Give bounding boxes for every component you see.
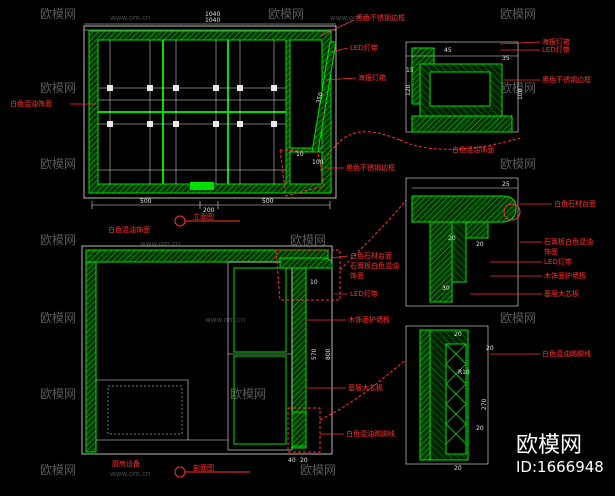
watermark-text: 欧模网 [300, 463, 336, 477]
dim-text: 30 [442, 285, 450, 292]
label-skirting: 白色混油踢脚线 [346, 429, 395, 438]
label-wood-panel: 木饰面护墙板 [348, 315, 390, 324]
detail-mid-right: 25 20 20 30 [405, 177, 521, 307]
dim-text: R10 [458, 369, 470, 376]
watermark-url: www.om.cn [140, 240, 180, 248]
dim-text: 100 [312, 159, 324, 166]
detail-top-right: 45 35 100 15 120 [399, 41, 524, 150]
detail-connector [323, 131, 401, 161]
dim-text: 20 [454, 331, 462, 338]
watermark-text: 欧模网 [500, 311, 536, 325]
dim-text: 200 [203, 207, 215, 214]
watermark-text: 欧模网 [40, 463, 76, 477]
watermark-url: www.om.cn [110, 470, 150, 478]
label-black-steel-edge: 黑色不锈钢边框 [346, 163, 395, 172]
label-led-strip: LED灯带 [350, 43, 378, 52]
dim-text: 45 [444, 47, 452, 54]
watermark-text: 欧模网 [40, 233, 76, 247]
label-led-strip: LED灯带 [544, 257, 572, 266]
dim-text: 500 [140, 198, 152, 205]
bottom-elevation: 570 800 40 20 10 厨房设备 剖面图 [81, 245, 333, 478]
dim-text: 570 [311, 348, 318, 360]
label-white-stone: 白色石材台面 [350, 251, 392, 260]
watermark-url: www.om.cn [110, 14, 150, 22]
watermark-text: 欧模网 [290, 233, 326, 247]
dim-text: 350 [315, 91, 325, 104]
label-gypsum-white: 石膏板白色混油 [350, 261, 399, 270]
view-title: 立面图 [193, 212, 214, 221]
dim-text: 10 [310, 279, 318, 286]
label-led-strip: LED灯带 [542, 45, 570, 54]
dim-text: 20 [454, 465, 462, 472]
dim-text: 500 [262, 198, 274, 205]
dim-text: 800 [325, 348, 332, 360]
label-white-paint: 白色混油饰面 [10, 99, 52, 108]
dim-text: 20 [486, 345, 494, 352]
dim-text: 100 [517, 88, 524, 100]
dim-text: 40 [288, 457, 296, 464]
label-white-paint: 白色混油饰面 [108, 225, 150, 234]
label-white-stone: 白色石材台面 [554, 199, 596, 208]
top-elevation: 1040 1040 [83, 11, 337, 227]
watermark-url: www.om.cn [330, 14, 370, 22]
brand-id: ID:1666948 [516, 458, 604, 476]
dim-text: 35 [502, 55, 510, 62]
dim-text: 20 [300, 457, 308, 464]
label-black-steel-edge: 黑色不锈钢边框 [356, 13, 405, 22]
watermark-text: 欧模网 [268, 7, 304, 21]
brand-name: 欧模网 [516, 433, 582, 458]
dim-text: 20 [448, 235, 456, 242]
watermark-url: www.om.cn [205, 316, 245, 324]
label-poster-box: 海报灯箱 [542, 37, 570, 46]
dim-text: 120 [405, 84, 412, 96]
watermark-text: 欧模网 [230, 387, 266, 401]
label-poster-box: 海报灯箱 [358, 73, 386, 82]
label-gypsum-white: 石膏板白色混油 [544, 237, 593, 246]
label-skirting: 白色混油踢脚线 [542, 349, 591, 358]
label-base-board: 基层大芯板 [544, 289, 579, 298]
view-title: 剖面图 [193, 463, 214, 472]
dim-text: 20 [476, 241, 484, 248]
label-wood-panel: 木饰面护墙板 [544, 271, 586, 280]
label-finish: 饰面 [350, 271, 364, 280]
dim-text: 20 [476, 425, 484, 432]
watermark-text: 欧模网 [40, 387, 76, 401]
watermark-text: 欧模网 [40, 7, 76, 21]
label-led-strip: LED灯带 [350, 289, 378, 298]
callout-labels: 黑色不锈钢边框 LED灯带 海报灯箱 白色混油饰面 白色混油饰面 黑色不锈钢边框… [10, 13, 596, 438]
watermark-text: 欧模网 [500, 7, 536, 21]
dim-text: 25 [502, 181, 510, 188]
brand-watermark: 欧模网 ID:1666948 [516, 433, 604, 476]
label-white-paint: 白色混油饰面 [452, 145, 494, 154]
dim-text: 15 [406, 67, 414, 74]
watermark-text: 欧模网 [500, 157, 536, 171]
detail-callout [279, 149, 325, 197]
label-kitchen-equipment: 厨房设备 [112, 459, 140, 468]
label-black-steel-edge: 黑色不锈钢边框 [542, 75, 591, 84]
dim-text: 270 [481, 398, 488, 410]
watermark-text: 欧模网 [40, 157, 76, 171]
dim-text: 10 [296, 151, 304, 158]
label-finish: 饰面 [544, 247, 558, 256]
watermark-text: 欧模网 [40, 81, 76, 95]
dim-text: 1040 [205, 17, 220, 24]
dim-text: 1040 [205, 11, 220, 18]
label-base-board: 基层大芯板 [348, 383, 383, 392]
watermark-text: 欧模网 [40, 311, 76, 325]
detail-bottom-right: 20 20 R10 270 20 20 [405, 325, 494, 472]
